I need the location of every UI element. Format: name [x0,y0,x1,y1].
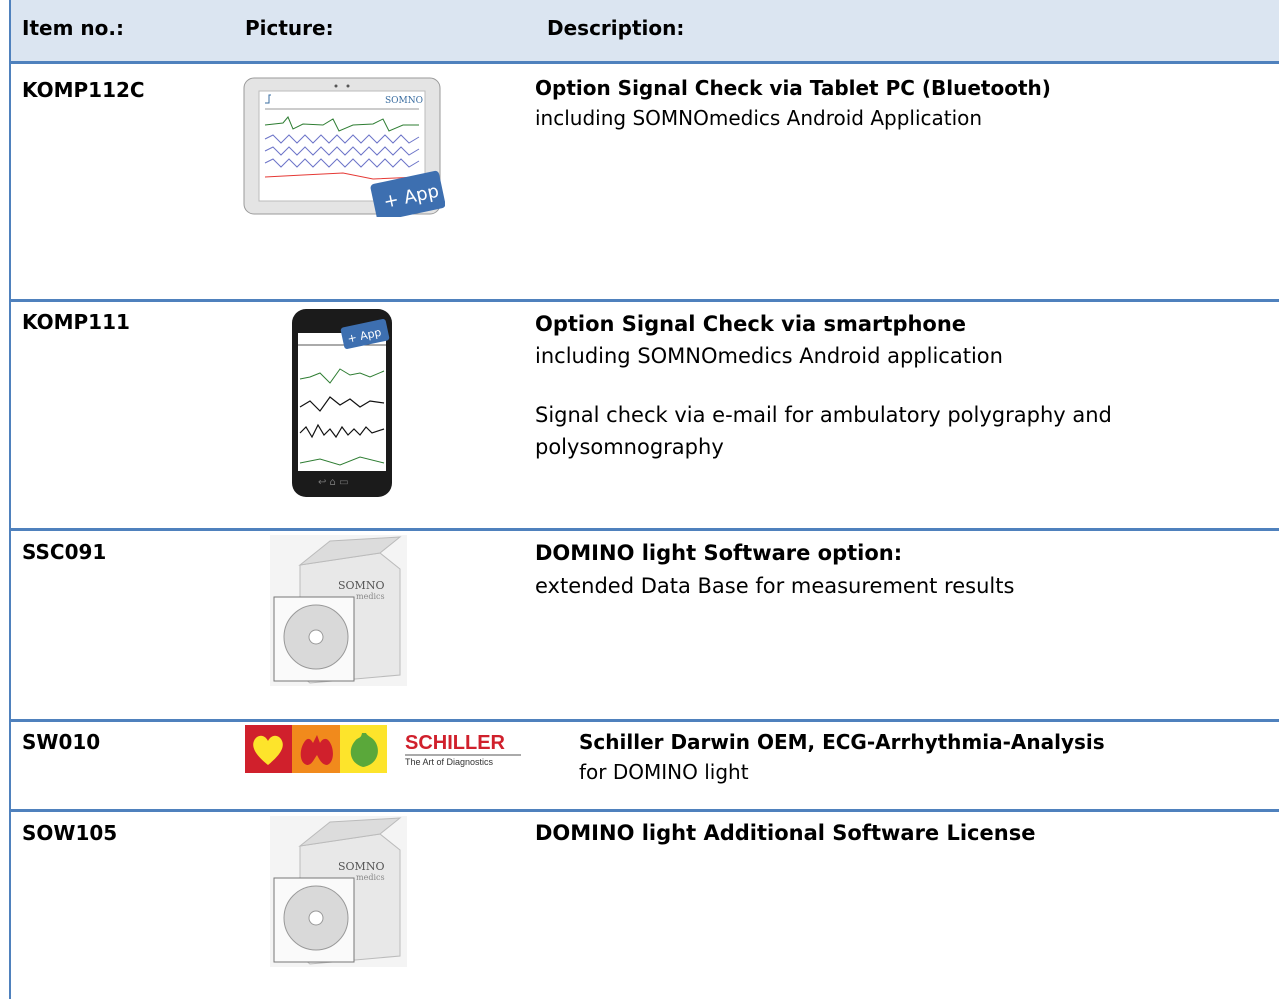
description-line: extended Data Base for measurement resul… [535,574,1015,598]
item-number: SOW105 [22,821,118,845]
description-title: DOMINO light Software option: [535,541,903,565]
item-number: SW010 [22,730,101,754]
row-divider [11,719,1279,722]
somno-logo-sub: medics [356,592,385,601]
somno-logo-text: SOMNO [338,579,384,592]
item-number: SSC091 [22,540,107,564]
description-title: Option Signal Check via Tablet PC (Bluet… [535,76,1051,100]
header-picture: Picture: [245,16,334,40]
item-number: KOMP112C [22,78,145,102]
row-divider [11,299,1279,302]
description-title: Schiller Darwin OEM, ECG-Arrhythmia-Anal… [579,730,1105,754]
somno-logo-text: SOMNO [338,860,384,873]
item-number: KOMP111 [22,310,130,334]
description-line: for DOMINO light [579,760,749,784]
somno-logo-sub: medics [356,873,385,882]
description-line: polysomnography [535,435,724,459]
row-divider [11,809,1279,812]
smartphone-image: + App ↩ ⌂ ▭ [290,307,394,499]
description-title: DOMINO light Additional Software License [535,821,1036,845]
header-item: Item no.: [22,16,124,40]
somno-logo-text: SOMNO [385,96,423,106]
description-line: Signal check via e-mail for ambulatory p… [535,403,1112,427]
tablet-image: SOMNO + App [243,77,446,222]
header-description: Description: [547,16,685,40]
svg-text:↩ ⌂ ▭: ↩ ⌂ ▭ [318,477,349,488]
description-blank [535,372,1112,399]
description-title: Option Signal Check via smartphone [535,312,967,336]
description: Option Signal Check via Tablet PC (Bluet… [535,73,1051,133]
description: Option Signal Check via smartphone inclu… [535,308,1112,463]
description: DOMINO light Additional Software License [535,818,1035,848]
schiller-logo-text: SCHILLER [405,732,506,754]
description-line: including SOMNOmedics Android Applicatio… [535,106,983,130]
schiller-tagline: The Art of Diagnostics [405,757,494,767]
description: DOMINO light Software option: extended D… [535,537,1014,603]
description: Schiller Darwin OEM, ECG-Arrhythmia-Anal… [579,727,1105,787]
table-border [9,0,1279,999]
schiller-logo: SCHILLER The Art of Diagnostics [245,725,525,773]
table-header: Item no.: Picture: Description: [11,0,1279,64]
software-box-image: SOMNO medics [270,535,407,686]
software-box-image: SOMNO medics [270,816,407,967]
row-divider [11,528,1279,531]
description-line: including SOMNOmedics Android applicatio… [535,344,1003,368]
